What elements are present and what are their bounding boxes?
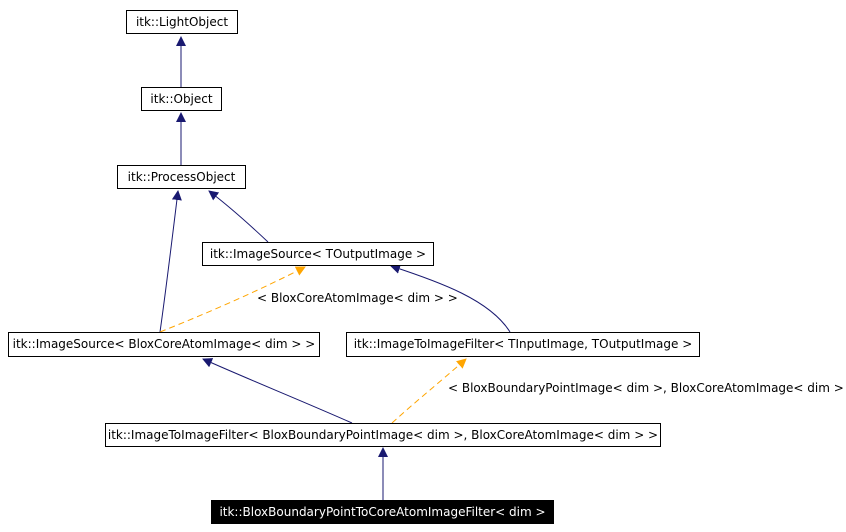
node-current-class[interactable]: itk::BloxBoundaryPointToCoreAtomImageFil… <box>211 500 554 524</box>
node-image-to-image-t[interactable]: itk::ImageToImageFilter< TInputImage, TO… <box>346 332 700 357</box>
node-light-object[interactable]: itk::LightObject <box>126 10 238 34</box>
edge-imagetoimage-blox-to-imagesource-blox <box>202 358 353 424</box>
edge-label-image-source-template: < BloxCoreAtomImage< dim > > <box>257 291 458 305</box>
node-process-object[interactable]: itk::ProcessObject <box>117 165 246 189</box>
node-image-to-image-blox[interactable]: itk::ImageToImageFilter< BloxBoundaryPoi… <box>105 423 661 447</box>
node-image-source-blox[interactable]: itk::ImageSource< BloxCoreAtomImage< dim… <box>8 332 320 357</box>
edge-imagesource-blox-to-processobject <box>159 190 182 333</box>
node-image-source-t[interactable]: itk::ImageSource< TOutputImage > <box>202 242 434 266</box>
edge-imagesource-t-to-processobject <box>208 190 269 243</box>
edge-imagesource-blox-template <box>159 266 306 333</box>
edge-label-image-to-image-template: < BloxBoundaryPointImage< dim >, BloxCor… <box>448 381 846 395</box>
node-object[interactable]: itk::Object <box>141 87 222 111</box>
edge-imagetoimage-t-to-imagesource-t <box>390 264 511 333</box>
